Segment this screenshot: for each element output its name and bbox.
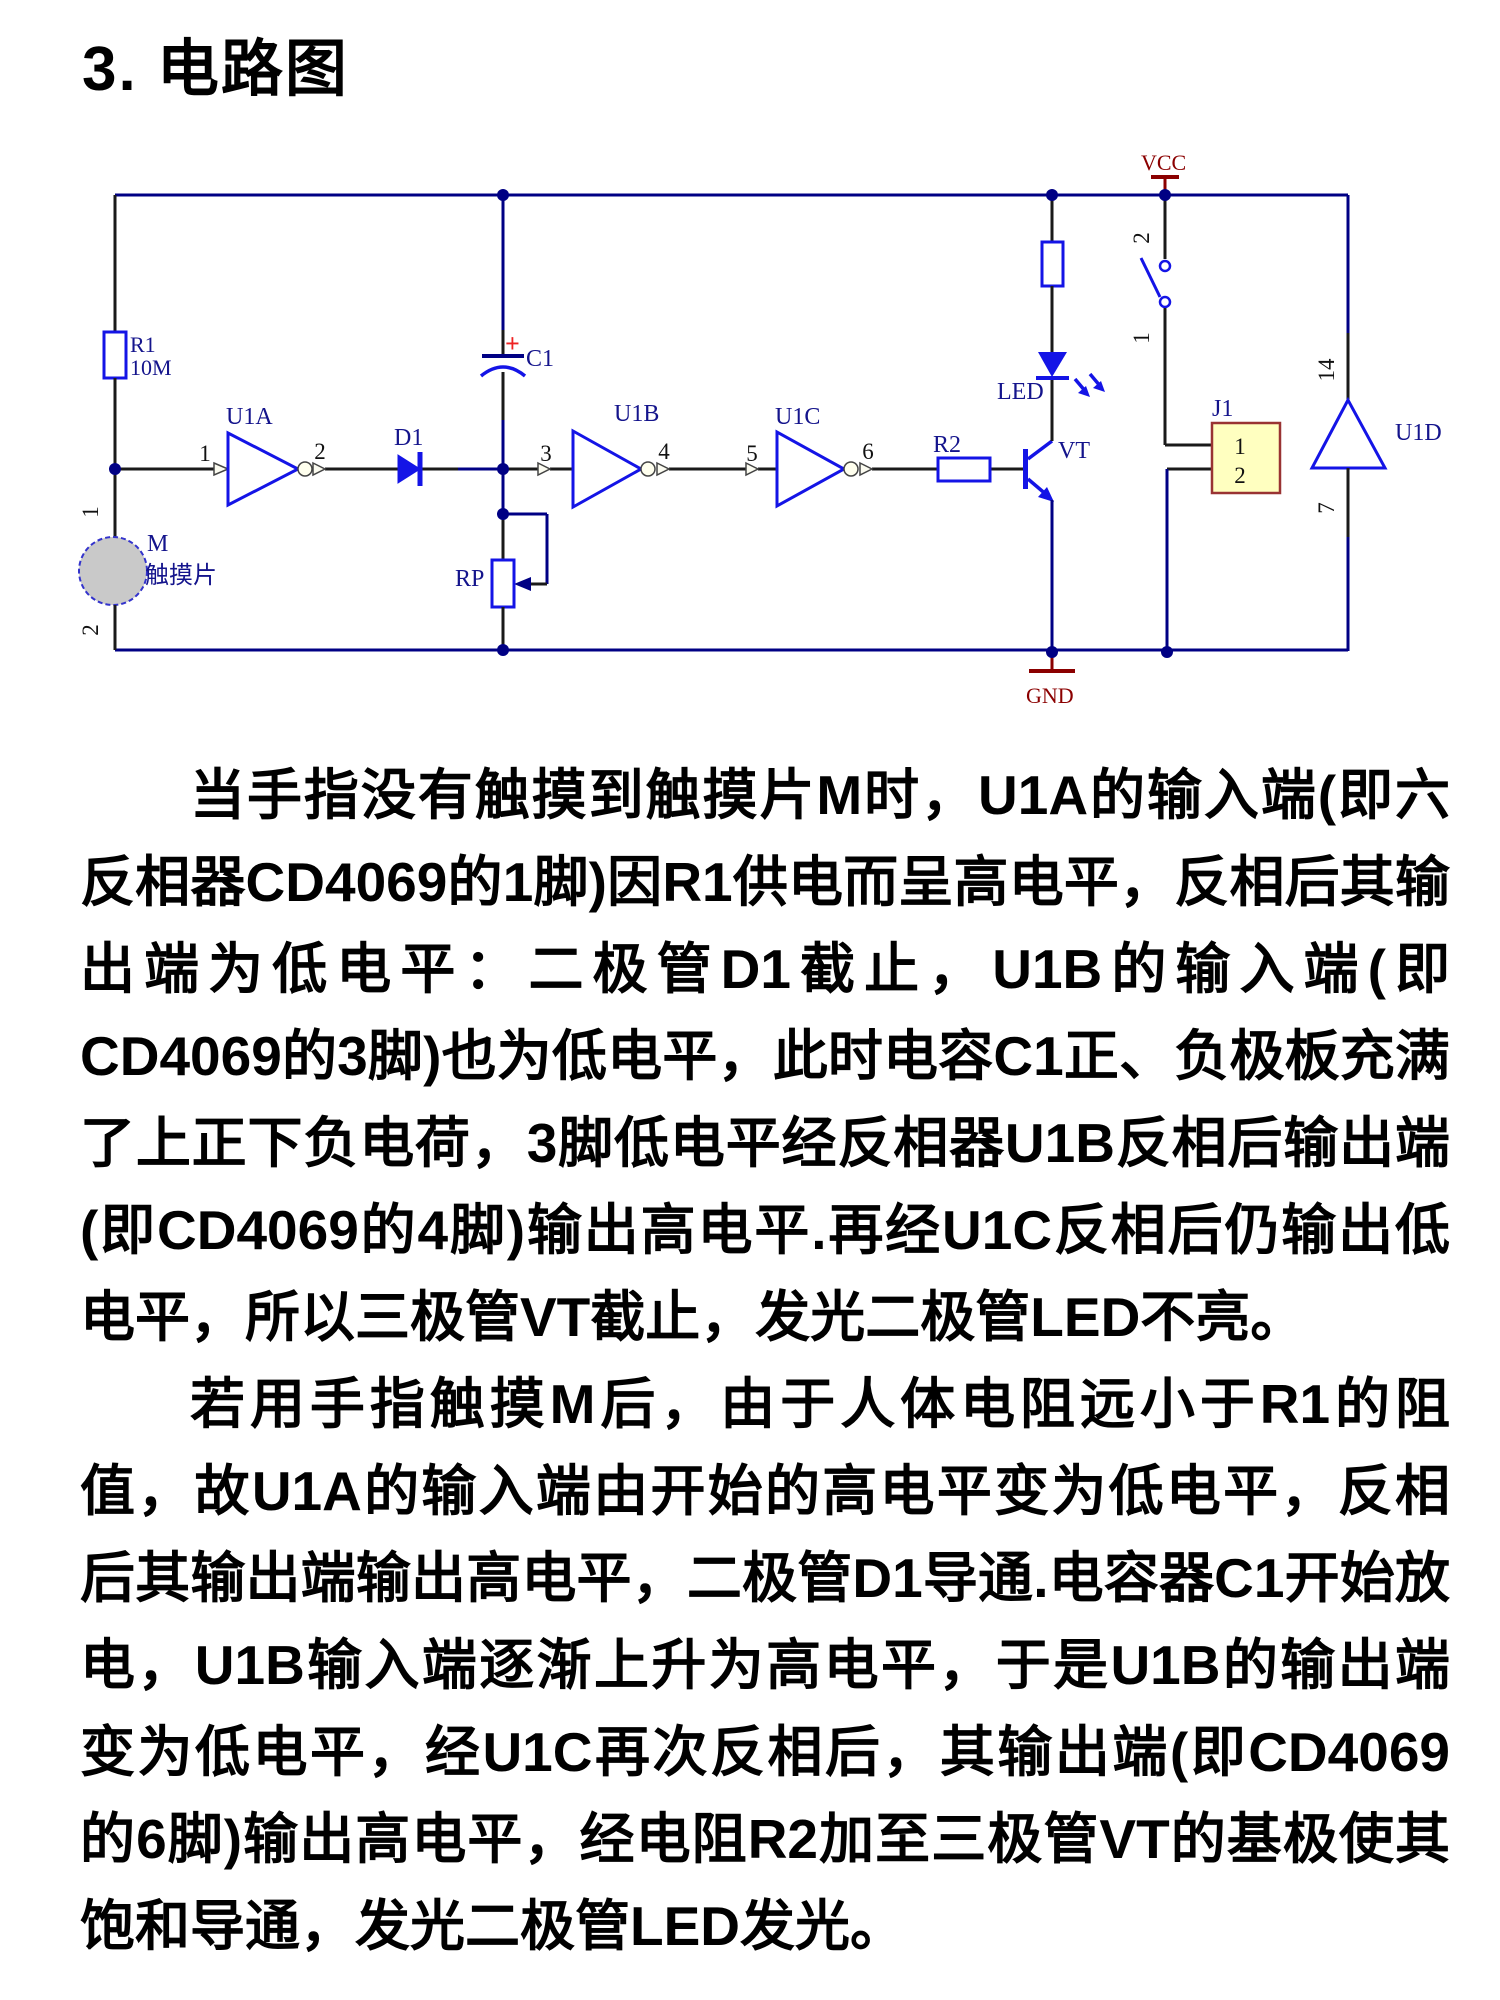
pin-4-label: 4 (658, 439, 670, 464)
led-series-resistor (1040, 240, 1065, 288)
pin-arrow-icon (537, 461, 552, 477)
u1b-label: U1B (614, 401, 659, 427)
pin-14-label: 14 (1314, 358, 1339, 382)
touch-ref-label: M (147, 531, 168, 557)
vcc-symbol: VCC (1141, 150, 1186, 195)
resistor-r1: R1 10M (102, 195, 172, 469)
r2-label: R2 (933, 432, 961, 458)
pin-arrow-icon (312, 461, 327, 477)
potentiometer-rp: RP (455, 512, 549, 650)
d1-label: D1 (394, 425, 423, 451)
page-title: 3. 电路图 (82, 35, 349, 104)
pin-arrow-icon (745, 461, 760, 477)
pin-arrow-icon (656, 461, 671, 477)
pin-2-label: 2 (314, 439, 326, 464)
inverter-bubble-icon (843, 461, 859, 477)
gnd-symbol: GND (1026, 652, 1075, 708)
touch-name-label: 触摸片 (145, 562, 217, 589)
vt-label: VT (1058, 438, 1090, 464)
resistor-r2: R2 (933, 432, 992, 483)
rp-label: RP (455, 566, 484, 592)
capacitor-c1: + C1 (479, 195, 554, 514)
power-rails (115, 193, 1350, 652)
emitter-arrow-icon (1038, 487, 1054, 502)
j1-pin1-label: 1 (1234, 434, 1246, 459)
j1-label: J1 (1212, 396, 1233, 422)
paragraph-1: 当手指没有触摸到触摸片M时，U1A的输入端(即六反相器CD4069的1脚)因R1… (80, 764, 1450, 1348)
inverter-bubble-icon (297, 461, 313, 477)
r1-ref-label: R1 (130, 332, 156, 357)
inverter-u1b: U1B 3 4 (537, 401, 671, 510)
u1c-label: U1C (775, 404, 820, 430)
pin-5-label: 5 (746, 441, 758, 466)
j1-pin2-label: 2 (1234, 463, 1246, 488)
c1-plus-label: + (505, 329, 520, 358)
circuit-diagram: R1 10M 1 2 M 触摸片 (0, 0, 1500, 720)
description-text: 当手指没有触摸到触摸片M时，U1A的输入端(即六反相器CD4069的1脚)因R1… (80, 752, 1450, 1970)
gnd-label: GND (1026, 683, 1074, 708)
power-switch: 2 1 (1129, 195, 1172, 445)
touch-pin-bottom-label: 2 (78, 624, 103, 636)
c1-label: C1 (526, 346, 554, 372)
pin-3-label: 3 (540, 441, 552, 466)
switch-pin-top-label: 2 (1129, 232, 1154, 244)
inverter-u1c: U1C 5 6 (745, 404, 874, 509)
touch-pad-disc (78, 536, 148, 606)
pin-1-label: 1 (199, 441, 211, 466)
pin-arrow-icon (213, 461, 230, 477)
led-branch: LED (997, 195, 1105, 405)
u1d-label: U1D (1395, 420, 1442, 446)
pin-arrow-icon (859, 461, 874, 477)
wiper-arrow-icon (514, 577, 531, 591)
inverter-bubble-icon (640, 461, 656, 477)
pin-6-label: 6 (862, 439, 874, 464)
light-arrow-icon (1093, 381, 1105, 392)
touch-pin-top-label: 1 (78, 506, 103, 518)
led-label: LED (997, 379, 1044, 405)
transistor-vt: VT (1023, 379, 1090, 652)
connector-j1: 1 2 J1 (1165, 396, 1282, 652)
junction-dots (109, 189, 1173, 658)
pin-7-label: 7 (1314, 502, 1339, 514)
u1a-label: U1A (226, 404, 273, 430)
touch-pad-m: 1 2 M 触摸片 (78, 469, 217, 650)
inverter-u1d: 14 7 U1D (1309, 333, 1442, 537)
vcc-label: VCC (1141, 150, 1186, 175)
light-arrow-icon (1078, 386, 1090, 397)
diode-d1: D1 (394, 425, 423, 486)
switch-pin-bottom-label: 1 (1129, 332, 1154, 344)
paragraph-2: 若用手指触摸M后，由于人体电阻远小于R1的阻值，故U1A的输入端由开始的高电平变… (80, 1373, 1450, 1957)
inverter-u1a: U1A 1 2 (199, 404, 327, 508)
led-icon (1038, 352, 1067, 377)
r1-value-label: 10M (130, 355, 172, 380)
